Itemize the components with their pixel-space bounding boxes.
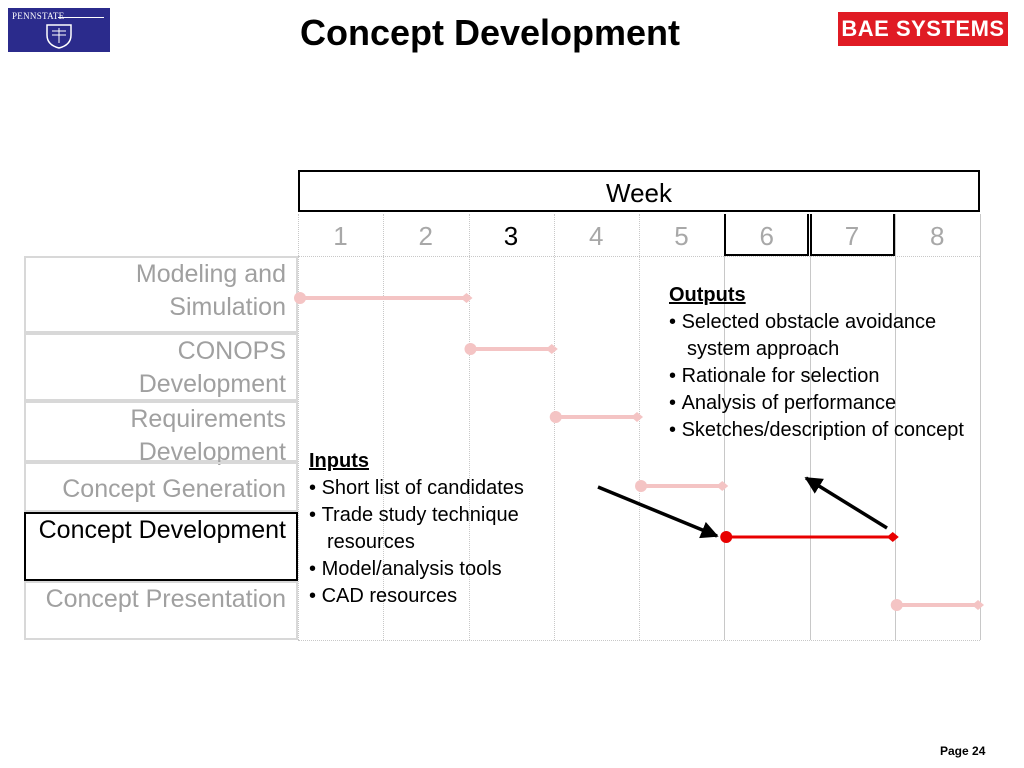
task-end-marker xyxy=(716,481,729,491)
task-label: CONOPS Development xyxy=(24,333,298,401)
inputs-block: Inputs Short list of candidatesTrade stu… xyxy=(309,448,579,610)
inputs-list: Short list of candidatesTrade study tech… xyxy=(309,475,579,610)
grid-row-line xyxy=(298,256,980,257)
task-bar xyxy=(720,531,899,543)
inputs-list-item: Model/analysis tools xyxy=(309,556,579,583)
outputs-arrow xyxy=(804,476,888,530)
task-start-marker xyxy=(294,292,306,304)
inputs-arrow xyxy=(597,485,719,539)
week-number: 1 xyxy=(333,221,348,251)
task-label: Requirements Development xyxy=(24,401,298,466)
task-bar xyxy=(464,343,558,355)
inputs-heading: Inputs xyxy=(309,450,369,472)
inputs-list-item: Short list of candidates xyxy=(309,475,579,502)
task-bar xyxy=(890,599,984,611)
pennstate-logo: PENNSTATE xyxy=(8,8,110,52)
grid-column-line xyxy=(468,214,470,640)
task-start-marker xyxy=(549,411,562,423)
page-title: Concept Development xyxy=(299,12,681,53)
task-start-marker xyxy=(635,480,647,492)
outputs-list: Selected obstacle avoidance system appro… xyxy=(669,309,989,444)
week-number: 4 xyxy=(589,221,604,251)
outputs-list-item: Selected obstacle avoidance system appro… xyxy=(669,309,989,363)
grid-column-line xyxy=(553,214,555,640)
outputs-heading: Outputs xyxy=(669,284,746,306)
task-bar xyxy=(549,411,643,423)
task-start-marker xyxy=(720,531,733,543)
task-label: Modeling and Simulation xyxy=(24,256,298,333)
task-bar xyxy=(294,292,473,304)
week-header: Week xyxy=(298,170,980,212)
task-end-marker xyxy=(631,412,643,422)
outputs-list-item: Sketches/description of concept xyxy=(669,417,989,444)
week-number: 8 xyxy=(930,221,945,251)
grid-row-line xyxy=(298,640,980,641)
week-number: 7 xyxy=(809,214,895,256)
grid-column-line xyxy=(639,214,640,640)
week-number: 6 xyxy=(724,214,810,256)
pennstate-wordmark: PENNSTATE xyxy=(12,11,65,21)
week-number: 5 xyxy=(674,221,689,251)
task-end-marker xyxy=(972,600,984,610)
outputs-list-item: Rationale for selection xyxy=(669,363,989,390)
inputs-list-item: CAD resources xyxy=(309,583,579,610)
task-label: Concept Presentation xyxy=(24,581,298,640)
task-start-marker xyxy=(464,343,477,355)
task-label: Concept Generation xyxy=(24,462,298,512)
task-bar xyxy=(635,480,729,492)
task-start-marker xyxy=(890,599,903,611)
grid-column-line xyxy=(298,214,299,640)
outputs-block: Outputs Selected obstacle avoidance syst… xyxy=(669,282,989,444)
task-end-marker xyxy=(886,532,899,542)
week-number: 2 xyxy=(418,221,433,251)
bae-systems-logo: BAE SYSTEMS xyxy=(838,12,1008,46)
week-number: 3 xyxy=(503,221,519,251)
task-label: Concept Development xyxy=(24,512,298,581)
task-end-marker xyxy=(460,293,473,303)
grid-column-line xyxy=(383,214,385,640)
outputs-list-item: Analysis of performance xyxy=(669,390,989,417)
inputs-list-item: Trade study technique resources xyxy=(309,502,579,556)
task-end-marker xyxy=(545,344,558,354)
logo-rule xyxy=(58,17,104,18)
page-number: Page 24 xyxy=(940,744,986,758)
shield-icon xyxy=(46,24,72,49)
